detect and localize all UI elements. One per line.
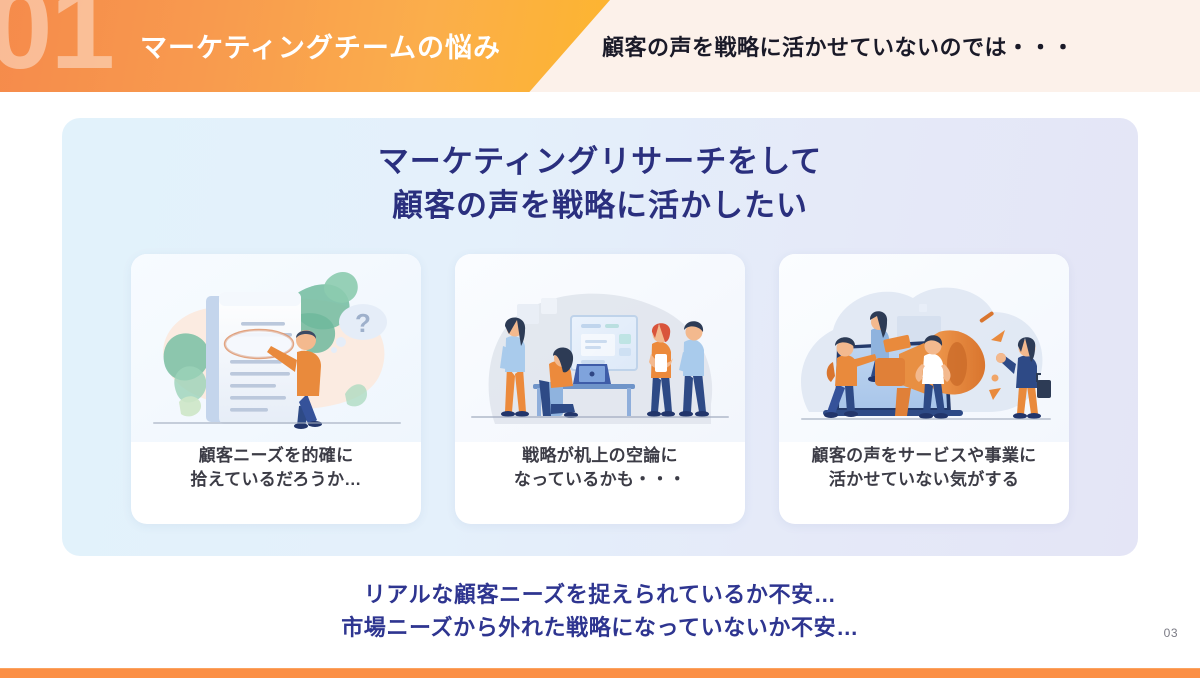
- header-ribbon: [0, 0, 610, 92]
- card-item: 戦略が机上の空論に なっているかも・・・: [455, 254, 745, 524]
- section-title: マーケティングチームの悩み: [140, 33, 502, 63]
- megaphone-illustration: [779, 254, 1069, 442]
- header-band: 01 マーケティングチームの悩み: [0, 0, 1200, 92]
- card-caption: 顧客の声をサービスや事業に 活かせていない気がする: [812, 442, 1037, 524]
- page-number: 03: [1163, 626, 1178, 640]
- content-panel: マーケティングリサーチをして 顧客の声を戦略に活かしたい: [62, 118, 1138, 556]
- card-caption-line-1: 顧客ニーズを的確に: [198, 446, 354, 465]
- panel-heading-line-2: 顧客の声を戦略に活かしたい: [392, 188, 808, 224]
- card-caption-line-1: 顧客の声をサービスや事業に: [811, 446, 1037, 465]
- card-caption: 戦略が机上の空論に なっているかも・・・: [514, 442, 686, 524]
- megaphone-icon: [779, 254, 1069, 442]
- card-item: 顧客の声をサービスや事業に 活かせていない気がする: [779, 254, 1069, 524]
- bottom-note-line-1: リアルな顧客ニーズを捉えられているか不安…: [363, 582, 837, 607]
- card-list: ? 顧客ニーズを的確に 拾えているだろうか…: [131, 254, 1069, 524]
- section-number-watermark: 01: [0, 0, 115, 92]
- panel-heading: マーケティングリサーチをして 顧客の声を戦略に活かしたい: [62, 140, 1138, 228]
- card-caption-line-2: 拾えているだろうか…: [190, 470, 362, 490]
- card-caption: 顧客ニーズを的確に 拾えているだろうか…: [190, 442, 361, 524]
- bottom-note-line-2: 市場ニーズから外れた戦略になっていないか不安…: [341, 615, 859, 640]
- card-item: ? 顧客ニーズを的確に 拾えているだろうか…: [131, 254, 421, 524]
- card-caption-line-1: 戦略が机上の空論に: [522, 446, 678, 465]
- svg-text:?: ?: [355, 308, 371, 338]
- document-magnifier-icon: ?: [131, 254, 421, 442]
- header-subtitle: 顧客の声を戦略に活かせていないのでは・・・: [602, 35, 1075, 60]
- card-caption-line-2: なっているかも・・・: [513, 470, 687, 490]
- panel-heading-line-1: マーケティングリサーチをして: [377, 144, 823, 179]
- office-team-icon: [455, 254, 745, 442]
- office-team-illustration: [455, 254, 745, 442]
- document-magnifier-illustration: ?: [131, 254, 421, 442]
- bottom-accent-rule: [0, 668, 1200, 678]
- bottom-note: リアルな顧客ニーズを捉えられているか不安… 市場ニーズから外れた戦略になっていな…: [0, 578, 1200, 644]
- card-caption-line-2: 活かせていない気がする: [828, 470, 1020, 490]
